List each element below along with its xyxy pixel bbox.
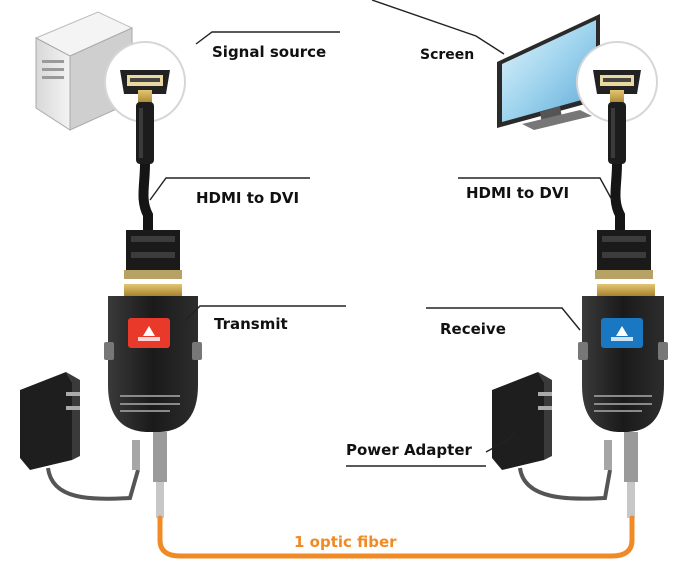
power-adapter-right-icon <box>492 372 612 501</box>
screen-label: Screen <box>420 47 475 63</box>
power-adapter-label: Power Adapter <box>346 441 472 459</box>
hdmi-cable-right <box>608 90 626 232</box>
power-adapter-left-icon <box>20 372 140 501</box>
signal-source-label: Signal source <box>212 43 327 61</box>
fiber-connector-left <box>132 432 167 518</box>
transmitter-module <box>104 284 202 432</box>
leader-lines <box>149 0 613 467</box>
monitor-icon <box>497 14 600 130</box>
dvi-connector-left <box>124 230 182 279</box>
hdmi-cable-left <box>136 90 154 232</box>
fiber-connector-right <box>604 432 638 518</box>
hdmi-to-dvi-right-label: HDMI to DVI <box>466 184 570 202</box>
dvi-connector-right <box>595 230 653 279</box>
hdmi-to-dvi-left-label: HDMI to DVI <box>196 189 300 207</box>
optic-fiber-cable <box>157 515 635 559</box>
receiver-module <box>578 284 668 432</box>
transmit-label: Transmit <box>214 315 288 333</box>
optic-fiber-label: 1 optic fiber <box>294 533 397 551</box>
receive-label: Receive <box>440 320 506 338</box>
